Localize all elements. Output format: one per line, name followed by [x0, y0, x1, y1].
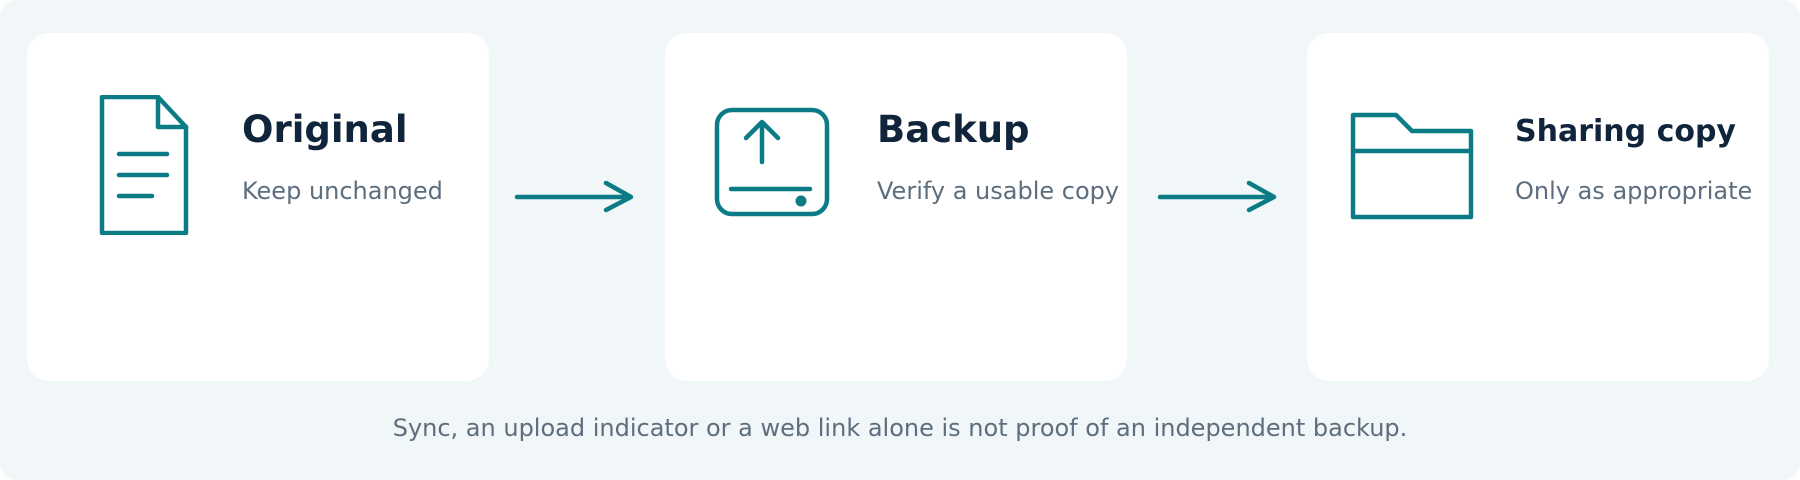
arrow-right-icon: [1157, 177, 1277, 217]
step-card-original: [27, 33, 489, 381]
backup-drive-icon: [714, 107, 830, 217]
arrow-right-icon: [514, 177, 634, 217]
step-title-original: Original: [242, 108, 408, 151]
folder-icon: [1350, 112, 1474, 220]
step-subtitle-original: Keep unchanged: [242, 177, 443, 205]
document-icon: [99, 95, 189, 235]
footnote: Sync, an upload indicator or a web link …: [392, 414, 1408, 442]
step-subtitle-sharing-copy: Only as appropriate: [1515, 177, 1753, 205]
step-subtitle-backup: Verify a usable copy: [877, 177, 1120, 205]
step-title-sharing-copy: Sharing copy: [1515, 114, 1736, 149]
step-title-backup: Backup: [877, 108, 1030, 151]
step-card-sharing-copy: [1307, 33, 1769, 381]
step-card-backup: [665, 33, 1127, 381]
